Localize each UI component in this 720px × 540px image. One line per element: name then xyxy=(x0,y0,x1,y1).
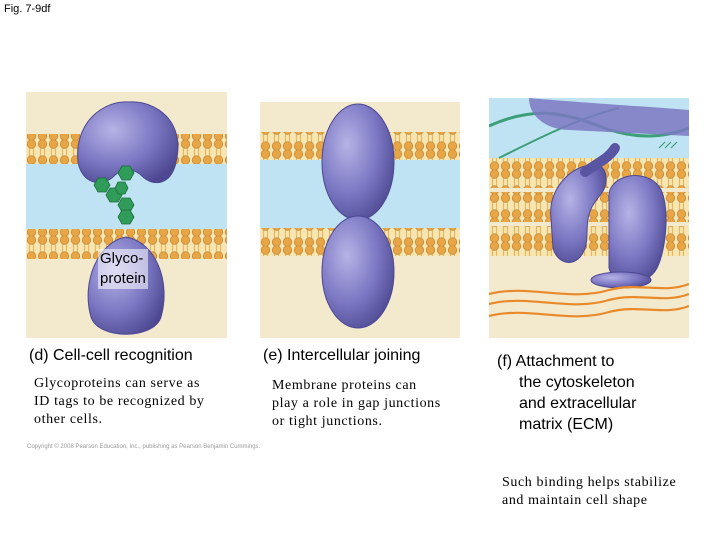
glycoprotein-label-line1: Glyco- xyxy=(100,250,144,267)
caption-f: (f) Attachment to the cytoskeleton and e… xyxy=(497,351,717,435)
integrin-left xyxy=(550,164,607,263)
description-f-line: and maintain cell shape xyxy=(502,493,648,508)
panel-f-illustration xyxy=(489,98,689,338)
caption-f-line: and extracellular xyxy=(519,395,637,412)
collagen-fibers xyxy=(489,282,689,318)
caption-f-line: matrix (ECM) xyxy=(519,416,614,433)
caption-f-line: the cytoskeleton xyxy=(519,374,635,391)
protein-foot xyxy=(590,271,652,289)
ecm-branches xyxy=(658,141,678,149)
description-e-line: Membrane proteins can xyxy=(272,378,417,393)
description-f-line: Such binding helps stabilize xyxy=(502,475,677,490)
glycoprotein-label: Glyco- protein xyxy=(98,249,148,289)
junction-protein-lower xyxy=(321,215,395,329)
description-f: Such binding helps stabilize and maintai… xyxy=(502,474,717,510)
caption-e: (e) Intercellular joining xyxy=(263,347,421,364)
caption-f-line: (f) Attachment to xyxy=(497,353,615,370)
glycoprotein-label-line2: protein xyxy=(100,270,146,287)
description-d-line: Glycoproteins can serve as xyxy=(34,376,201,391)
junction-protein-upper xyxy=(321,103,395,221)
integrin-right xyxy=(608,175,667,283)
description-d: Glycoproteins can serve as ID tags to be… xyxy=(34,375,244,429)
receptor-protein xyxy=(77,101,179,184)
description-d-line: ID tags to be recognized by xyxy=(34,394,205,409)
panel-e-illustration xyxy=(260,102,460,338)
sugar-chain xyxy=(93,165,135,225)
microfilament xyxy=(529,98,689,136)
description-e-line: or tight junctions. xyxy=(272,414,383,429)
copyright-notice: Copyright © 2008 Pearson Education, Inc.… xyxy=(27,444,261,450)
figure-label: Fig. 7-9df xyxy=(4,3,51,15)
description-d-line: other cells. xyxy=(34,412,103,427)
panel-d-illustration: Glyco- protein xyxy=(26,92,227,338)
description-e: Membrane proteins can play a role in gap… xyxy=(272,377,492,431)
caption-d: (d) Cell-cell recognition xyxy=(29,347,193,364)
protein-link xyxy=(580,143,620,177)
description-e-line: play a role in gap junctions xyxy=(272,396,441,411)
